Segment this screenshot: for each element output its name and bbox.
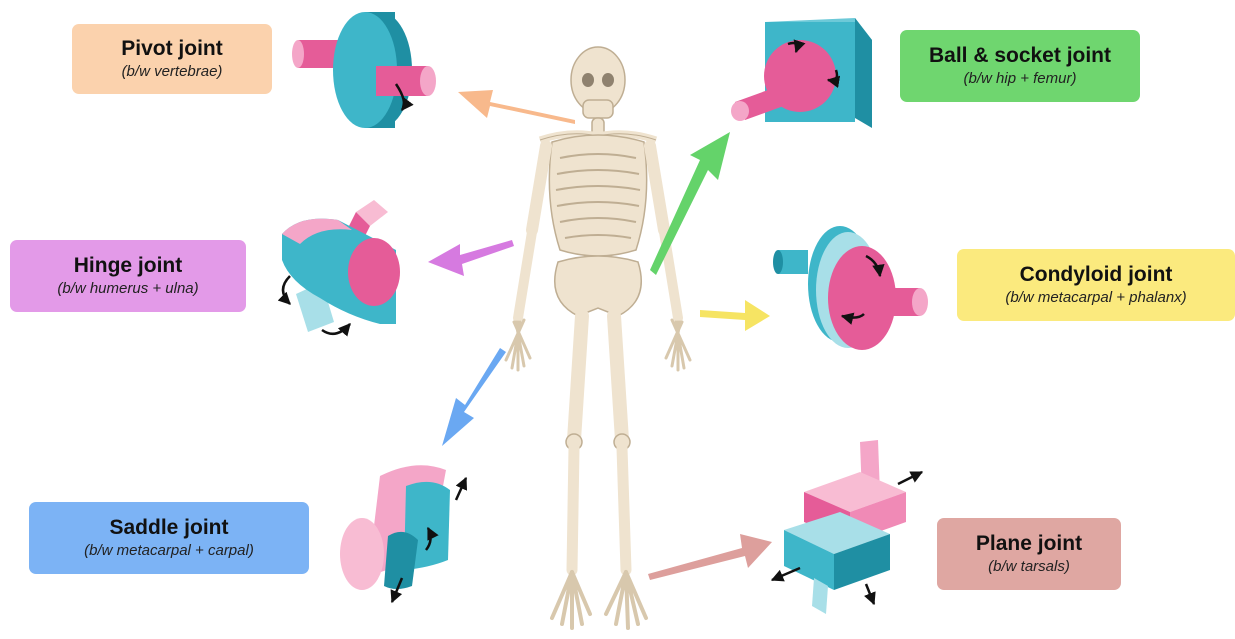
- label-condyloid-joint: Condyloid joint (b/w metacarpal + phalan…: [957, 249, 1235, 321]
- condyloid-joint-title: Condyloid joint: [1020, 262, 1173, 288]
- condyloid-joint-subtitle: (b/w metacarpal + phalanx): [1005, 288, 1186, 308]
- plane-joint-subtitle: (b/w tarsals): [988, 557, 1070, 577]
- condyloid-joint-illustration: [773, 226, 928, 350]
- pelvis: [555, 256, 642, 316]
- plane-motion-arrow-2: [772, 568, 800, 580]
- hinge-rotation-arrow-2: [322, 324, 350, 334]
- hinge-joint-illustration: [282, 200, 400, 334]
- arrow-to-hinge: [428, 240, 514, 276]
- arrow-to-pivot: [458, 90, 575, 124]
- pivot-joint-illustration: [292, 12, 436, 128]
- pivot-joint-subtitle: (b/w vertebrae): [122, 62, 223, 82]
- ball-socket-joint-title: Ball & socket joint: [929, 43, 1111, 69]
- plane-motion-arrow-1: [898, 472, 922, 484]
- saddle-joint-illustration: [340, 465, 466, 602]
- plane-joint-title: Plane joint: [976, 531, 1082, 557]
- saddle-joint-title: Saddle joint: [109, 515, 228, 541]
- saddle-joint-subtitle: (b/w metacarpal + carpal): [84, 541, 254, 561]
- label-ball-socket-joint: Ball & socket joint (b/w hip + femur): [900, 30, 1140, 102]
- label-plane-joint: Plane joint (b/w tarsals): [937, 518, 1121, 590]
- saddle-motion-arrow-1: [456, 478, 466, 500]
- jaw: [583, 100, 613, 118]
- label-hinge-joint: Hinge joint (b/w humerus + ulna): [10, 240, 246, 312]
- skeleton-illustration: [506, 47, 690, 628]
- hinge-rotation-arrow-1: [283, 276, 290, 304]
- arrow-to-condyloid: [700, 300, 770, 331]
- hinge-joint-subtitle: (b/w humerus + ulna): [57, 279, 198, 299]
- ball-socket-joint-subtitle: (b/w hip + femur): [964, 69, 1077, 89]
- left-leg: [552, 316, 590, 628]
- arrow-to-plane: [648, 534, 772, 580]
- hinge-joint-title: Hinge joint: [74, 253, 183, 279]
- plane-joint-illustration: [772, 440, 922, 614]
- plane-motion-arrow-3: [866, 584, 874, 604]
- left-arm: [506, 146, 546, 370]
- arrow-to-saddle: [442, 348, 506, 446]
- label-pivot-joint: Pivot joint (b/w vertebrae): [72, 24, 272, 94]
- pivot-joint-title: Pivot joint: [121, 36, 223, 62]
- label-saddle-joint: Saddle joint (b/w metacarpal + carpal): [29, 502, 309, 574]
- ball-socket-joint-illustration: [731, 18, 872, 128]
- right-leg: [606, 316, 646, 628]
